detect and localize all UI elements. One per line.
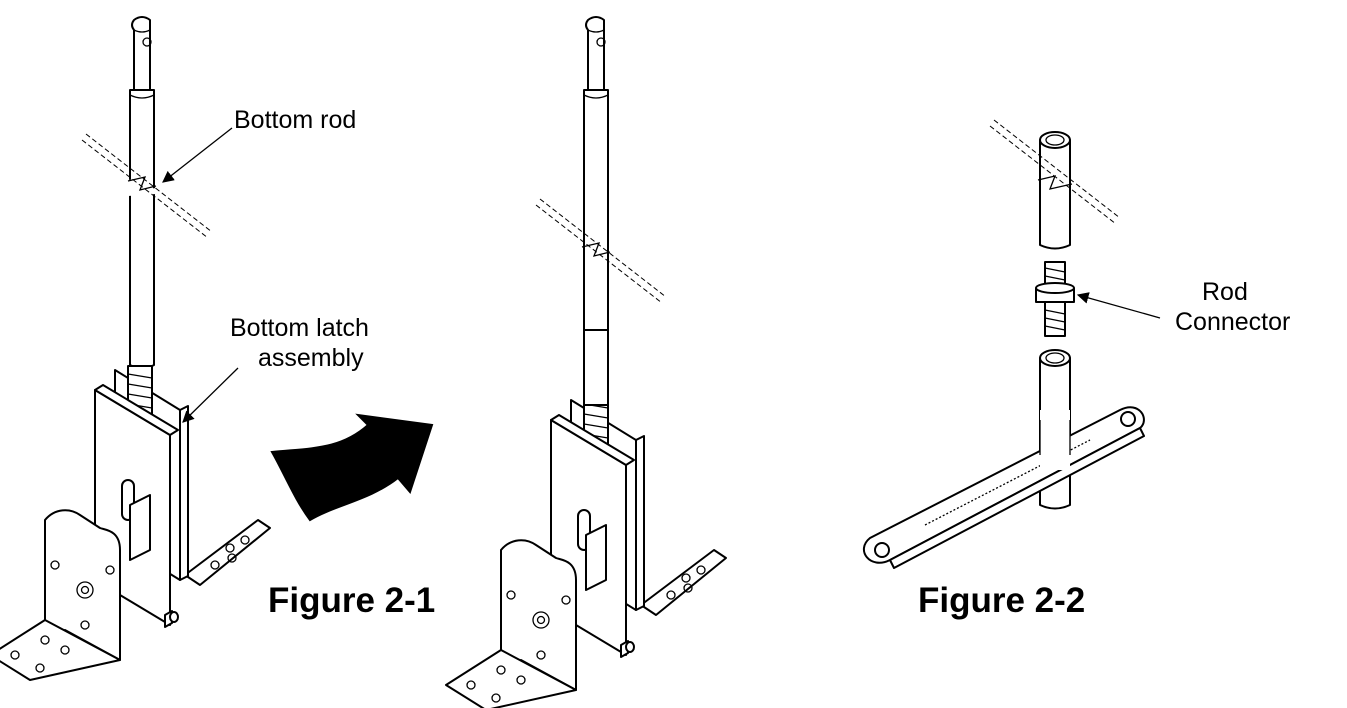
- figure-2-2-caption: Figure 2-2: [918, 581, 1085, 620]
- bottom-latch-leader: [182, 367, 239, 423]
- bottom-latch-label-line1: Bottom latch: [230, 314, 369, 342]
- assembled-latch-drawing: [445, 16, 727, 708]
- figure-2-1-caption: Figure 2-1: [268, 581, 435, 620]
- rod-connector-drawing: [863, 119, 1145, 569]
- rod-connector-label-line2: Connector: [1175, 308, 1290, 336]
- bottom-rod-drawing: [81, 16, 213, 370]
- rod-connector-leader: [1076, 292, 1161, 319]
- bottom-latch-drawing: [0, 365, 271, 681]
- rod-connector-label-line1: Rod: [1202, 278, 1248, 306]
- curved-arrow-icon: [270, 413, 434, 522]
- bottom-rod-leader: [162, 127, 233, 183]
- bottom-latch-label-line2: assembly: [258, 344, 364, 372]
- bottom-rod-label: Bottom rod: [234, 106, 356, 134]
